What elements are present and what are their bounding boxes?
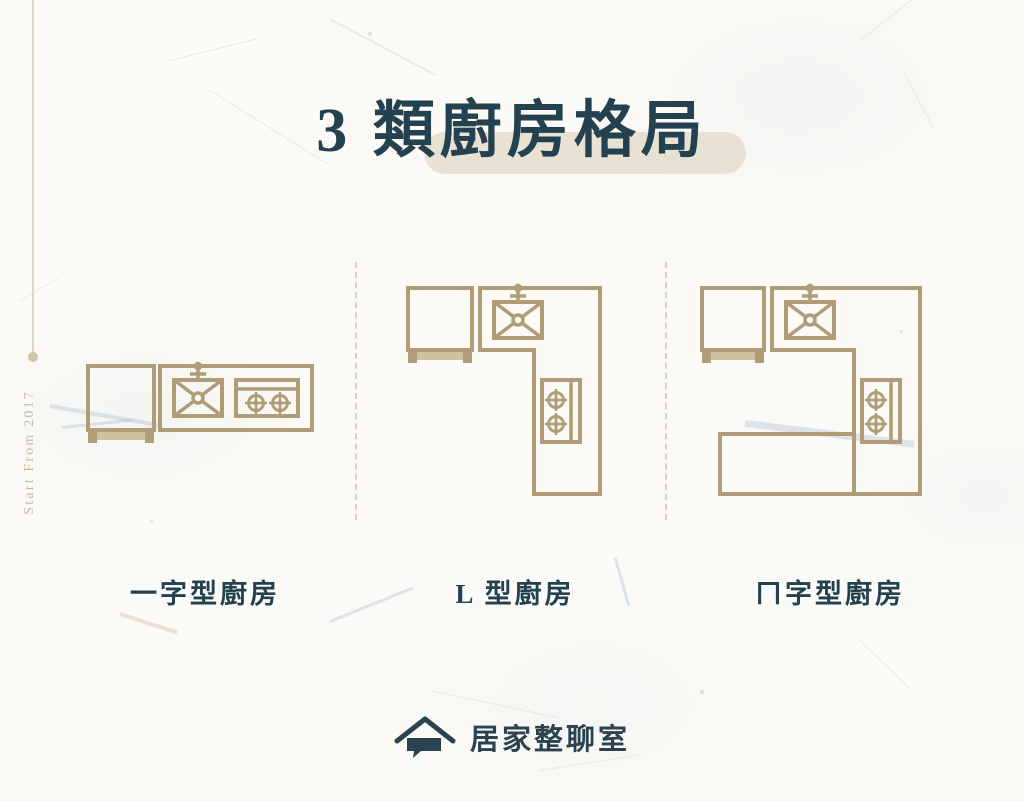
faucet-knob bbox=[805, 283, 815, 293]
stove-icon bbox=[234, 378, 300, 418]
diagram-u-shaped-kitchen bbox=[680, 262, 980, 524]
refrigerator-base bbox=[88, 432, 154, 440]
refrigerator-foot-right bbox=[145, 432, 154, 443]
refrigerator-icon bbox=[86, 364, 156, 432]
diagram-linear-kitchen bbox=[60, 262, 350, 524]
stove-burner bbox=[545, 389, 567, 411]
refrigerator-foot-left bbox=[702, 352, 711, 363]
brand-name: 居家整聊室 bbox=[469, 724, 630, 756]
rail-dot bbox=[28, 352, 38, 362]
diagram-l-shaped-kitchen bbox=[370, 262, 660, 524]
stove-burner bbox=[545, 413, 567, 435]
l-kitchen-svg bbox=[406, 283, 602, 496]
sink-icon bbox=[492, 283, 544, 340]
stove-burner bbox=[865, 413, 887, 435]
counter-l-shape bbox=[478, 286, 602, 496]
paper-fiber bbox=[169, 38, 258, 61]
title-text: 3 類廚房格局 bbox=[316, 97, 708, 165]
panel-l-shaped-kitchen: L 型廚房 bbox=[370, 262, 660, 642]
paper-speck bbox=[368, 32, 372, 36]
panel-u-shaped-kitchen: ㄇ字型廚房 bbox=[680, 262, 980, 642]
sink-icon bbox=[172, 361, 224, 418]
stove-burner bbox=[245, 392, 267, 414]
faucet-knob bbox=[513, 283, 523, 293]
counter-u-upper bbox=[770, 286, 922, 496]
panel-label-linear: 一字型廚房 bbox=[130, 579, 280, 609]
faucet-knob bbox=[193, 361, 203, 371]
refrigerator-foot-right bbox=[755, 352, 764, 363]
paper-fiber bbox=[859, 640, 911, 690]
refrigerator-foot-right bbox=[463, 352, 472, 363]
stove-icon bbox=[860, 378, 902, 444]
sink-icon bbox=[784, 283, 836, 340]
stove-burner bbox=[865, 389, 887, 411]
counter-run bbox=[158, 364, 314, 432]
panel-linear-kitchen: 一字型廚房 bbox=[60, 262, 350, 642]
side-rail: Start From 2017 bbox=[0, 0, 70, 801]
refrigerator-icon bbox=[406, 286, 474, 352]
counter-u-lower bbox=[718, 432, 856, 496]
refrigerator-base bbox=[408, 352, 472, 360]
linear-kitchen-svg bbox=[86, 361, 314, 443]
refrigerator-foot-left bbox=[408, 352, 417, 363]
panel-label-u-shape: ㄇ字型廚房 bbox=[755, 579, 905, 609]
paper-fiber bbox=[859, 0, 924, 41]
panel-label-l-shape: L 型廚房 bbox=[455, 579, 575, 609]
paper-speck bbox=[700, 690, 704, 694]
footer-brand: 居家整聊室 bbox=[0, 706, 1024, 768]
rail-label: Start From 2017 bbox=[22, 390, 37, 515]
rail-line bbox=[32, 0, 34, 354]
title-highlight-bar bbox=[424, 132, 746, 174]
panel-divider bbox=[355, 262, 357, 520]
house-chat-icon bbox=[394, 716, 456, 758]
stove-icon bbox=[540, 378, 582, 444]
refrigerator-foot-left bbox=[88, 432, 97, 443]
u-kitchen-svg bbox=[700, 283, 922, 496]
page-title: 3 類廚房格局 bbox=[0, 86, 1024, 176]
refrigerator-base bbox=[702, 352, 764, 360]
stove-burner bbox=[269, 392, 291, 414]
paper-fiber bbox=[329, 18, 437, 77]
refrigerator-icon bbox=[700, 286, 766, 352]
panel-divider bbox=[665, 262, 667, 520]
